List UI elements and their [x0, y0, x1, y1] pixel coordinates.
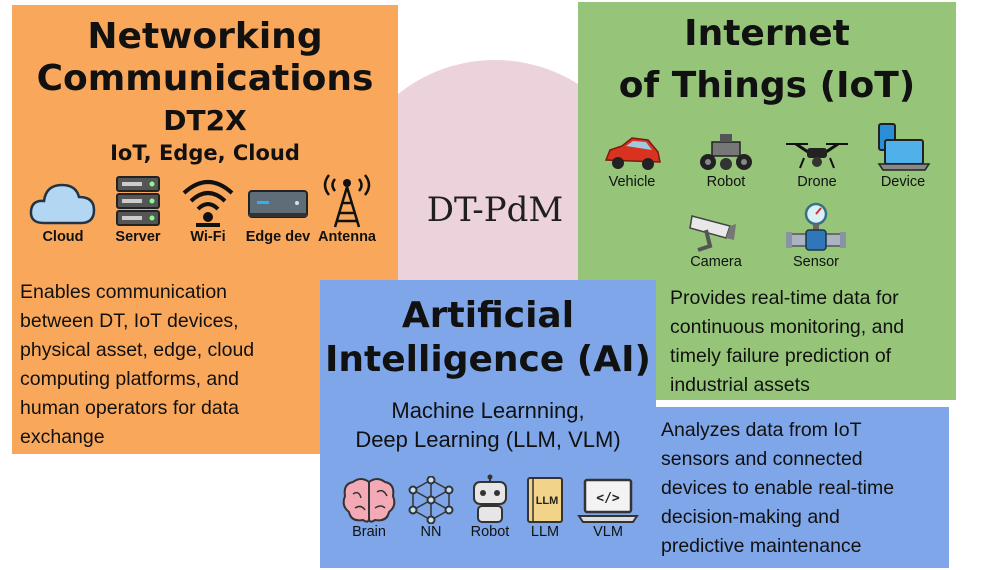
net-antenna-label: Antenna: [318, 229, 376, 245]
iot-robot: Robot: [690, 130, 762, 190]
ai-nn: NN: [404, 476, 458, 540]
antenna-icon: [323, 174, 371, 228]
neural-network-icon: [408, 476, 454, 524]
iot-device: Device: [868, 122, 938, 190]
ai-brain-label: Brain: [352, 524, 386, 540]
iot-sensor-label: Sensor: [793, 254, 839, 270]
camera-icon: [689, 215, 736, 252]
net-wifi-label: Wi-Fi: [190, 229, 226, 245]
ai-vlm-label: VLM: [593, 524, 623, 540]
iot-drone: Drone: [778, 130, 856, 190]
ai-vlm: </> VLM: [576, 476, 640, 540]
ai-panel: Artificial Intelligence (AI) Machine Lea…: [320, 280, 656, 568]
laptop-code-icon: </>: [577, 478, 639, 523]
networking-title-line1: Networking: [87, 16, 323, 57]
net-edge-label: Edge dev: [245, 229, 311, 245]
edge-device-icon: [248, 190, 308, 218]
ai-subtitle-line2: Deep Learning (LLM, VLM): [355, 427, 621, 452]
networking-subtitle: DT2X: [163, 104, 247, 137]
net-wifi: Wi-Fi: [176, 175, 240, 245]
robot-vehicle-icon: [700, 134, 752, 170]
iot-robot-label: Robot: [706, 174, 746, 190]
llm-book-icon: LLM: [527, 477, 563, 523]
device-icon: [877, 123, 931, 171]
wifi-icon: [182, 180, 234, 227]
iot-title-line1: Internet: [684, 13, 850, 54]
center-label: DT-PdM: [426, 190, 564, 230]
vlm-code-text: </>: [596, 491, 620, 506]
iot-drone-label: Drone: [797, 174, 837, 190]
iot-device-label: Device: [880, 174, 926, 190]
networking-description: Enables communication between DT, IoT de…: [20, 281, 255, 448]
ai-title-line2: Intelligence (AI): [325, 339, 651, 380]
ai-panel-extension: Analyzes data from IoT sensors and conne…: [655, 407, 949, 568]
iot-camera-label: Camera: [690, 254, 742, 270]
ai-subtitle-line1: Machine Learnning,: [391, 398, 585, 423]
brain-icon: [342, 478, 396, 523]
iot-vehicle: Vehicle: [596, 130, 668, 190]
vehicle-icon: [604, 137, 661, 170]
networking-subtitle2: IoT, Edge, Cloud: [110, 141, 300, 165]
llm-book-text: LLM: [536, 495, 559, 507]
cloud-icon: [29, 183, 96, 225]
net-cloud: Cloud: [28, 175, 98, 245]
ai-nn-label: NN: [420, 524, 442, 540]
ai-description: Analyzes data from IoT sensors and conne…: [661, 419, 895, 557]
net-cloud-label: Cloud: [42, 229, 84, 245]
iot-vehicle-label: Vehicle: [608, 174, 656, 190]
ai-title-line1: Artificial: [401, 295, 575, 336]
ai-robot: Robot: [460, 474, 520, 540]
ai-llm: LLM LLM: [520, 476, 570, 540]
ai-robot-label: Robot: [470, 524, 510, 540]
robot-icon: [473, 474, 507, 523]
net-edge: Edge dev: [242, 175, 314, 245]
net-antenna: Antenna: [312, 169, 382, 245]
iot-sensor: Sensor: [778, 202, 854, 270]
server-icon: [116, 176, 160, 226]
net-server: Server: [106, 175, 170, 245]
ai-llm-label: LLM: [530, 524, 560, 540]
ai-brain: Brain: [338, 476, 400, 540]
iot-camera: Camera: [680, 208, 752, 270]
iot-title-line2: of Things (IoT): [618, 65, 916, 106]
networking-title-line2: Communications: [36, 58, 374, 99]
iot-description: Provides real-time data for continuous m…: [670, 287, 905, 396]
drone-icon: [786, 142, 848, 169]
net-server-label: Server: [115, 229, 161, 245]
networking-panel: Networking Communications DT2X IoT, Edge…: [12, 5, 398, 454]
sensor-icon: [786, 202, 846, 251]
